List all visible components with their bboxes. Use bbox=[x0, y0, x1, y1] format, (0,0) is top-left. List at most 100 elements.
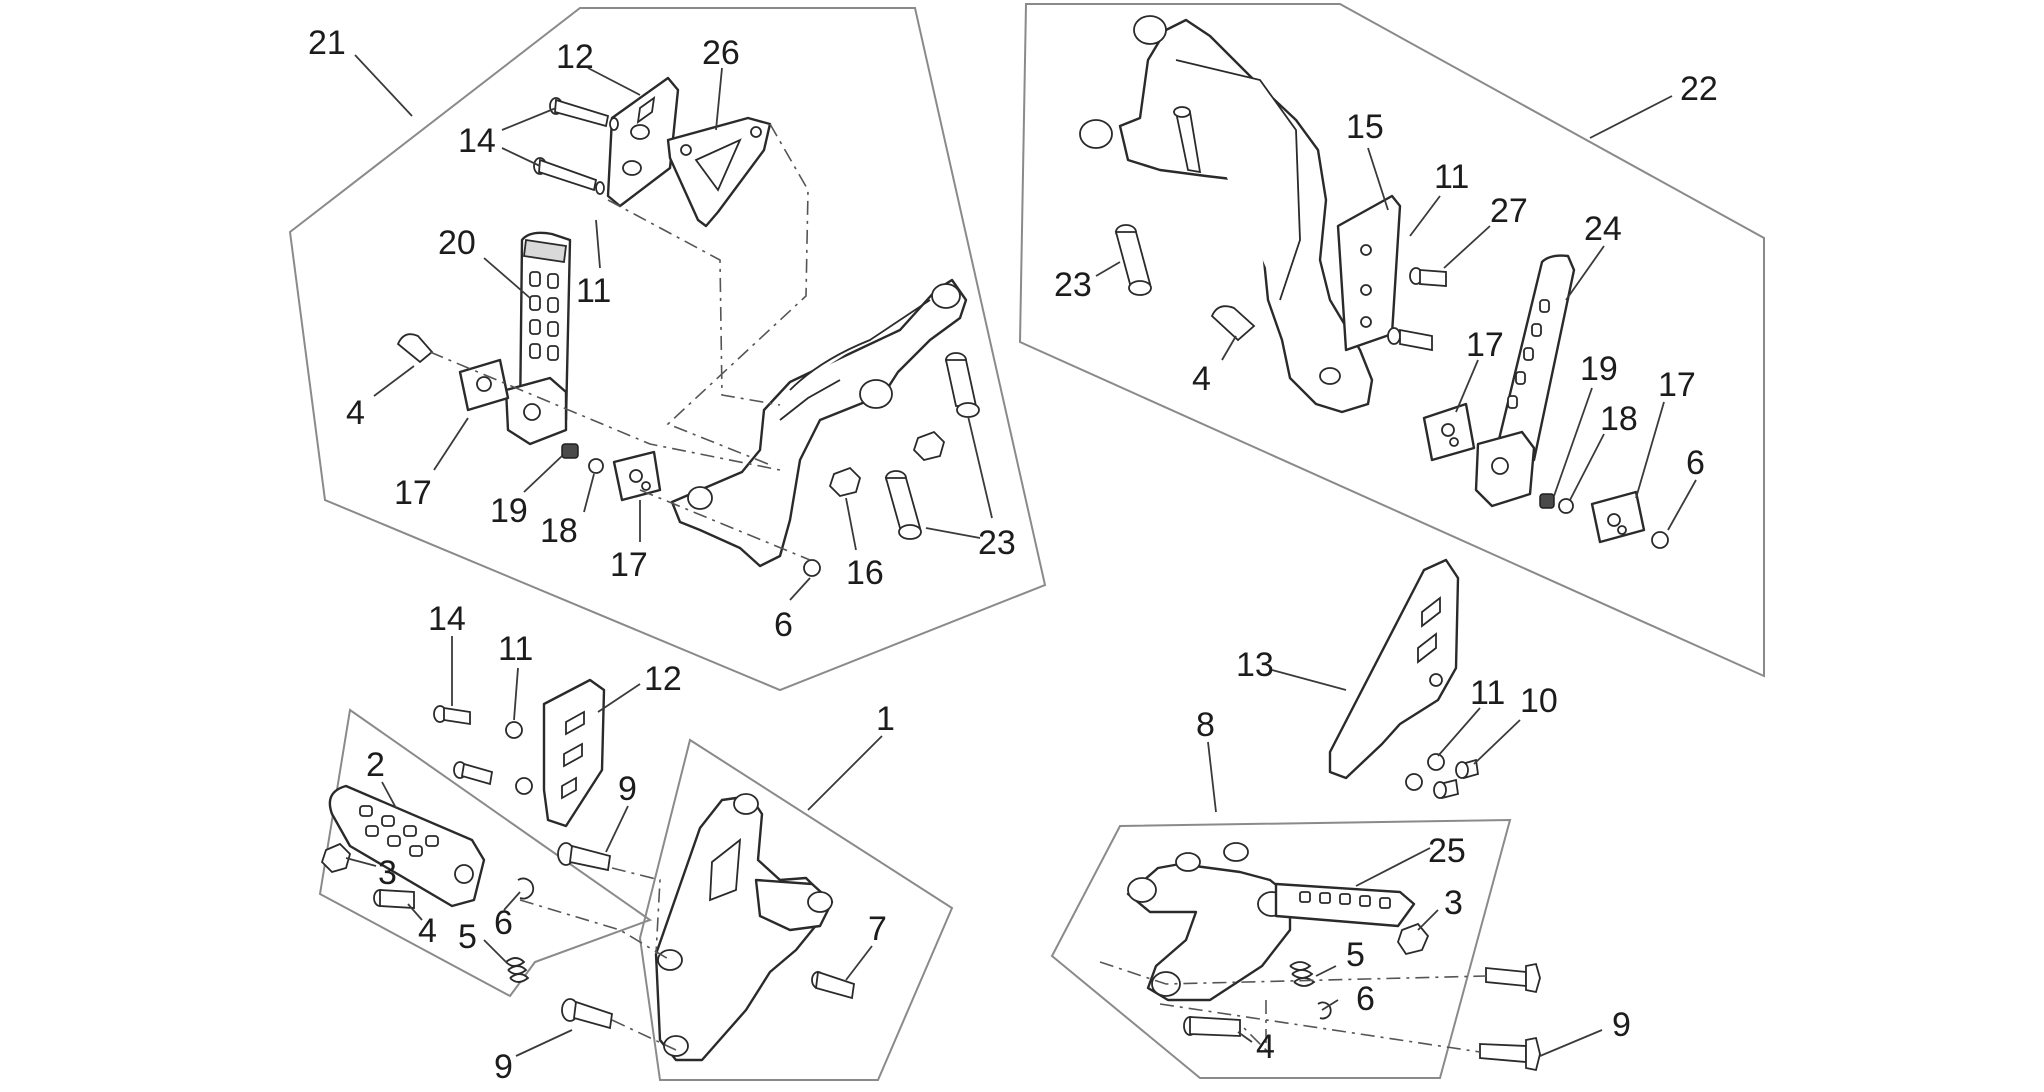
footpeg-bracket-1 bbox=[654, 793, 834, 1062]
washer-plate-17b bbox=[612, 450, 662, 502]
bolt-9-upper-left bbox=[557, 842, 612, 872]
footpeg-2 bbox=[328, 784, 486, 908]
ball-18 bbox=[588, 458, 604, 474]
callout-17-right-b: 17 bbox=[1658, 366, 1696, 404]
footpeg-bracket-main bbox=[670, 278, 968, 568]
callout-4-right: 4 bbox=[1192, 360, 1211, 398]
callout-4-right-lower: 4 bbox=[1256, 1028, 1275, 1066]
washer-11-d bbox=[1405, 773, 1423, 791]
leaders-group-8 bbox=[1207, 669, 1603, 1057]
callout-22: 22 bbox=[1680, 70, 1718, 108]
footpeg-24 bbox=[1474, 254, 1576, 508]
leaders-group-22 bbox=[1095, 95, 1697, 531]
leaders-group-1 bbox=[345, 636, 883, 1057]
nut-16b bbox=[828, 466, 862, 497]
assembly-line-21 bbox=[429, 123, 811, 561]
callout-18-right: 18 bbox=[1600, 400, 1638, 438]
stud-7 bbox=[811, 970, 855, 1000]
bolt-14-lower bbox=[533, 157, 605, 195]
callout-12: 12 bbox=[556, 38, 594, 76]
callout-8: 8 bbox=[1196, 706, 1215, 744]
group-22-outline bbox=[1018, 3, 1765, 678]
bolt-23-right bbox=[1114, 224, 1152, 296]
footpeg-25 bbox=[1274, 882, 1416, 928]
callout-1: 1 bbox=[876, 700, 895, 738]
callout-9-lower: 9 bbox=[494, 1048, 513, 1086]
callout-2: 2 bbox=[366, 746, 385, 784]
callout-11: 11 bbox=[576, 272, 611, 310]
callout-6-right-lower: 6 bbox=[1356, 980, 1375, 1018]
callout-23-right: 23 bbox=[1054, 266, 1092, 304]
washer-11-b bbox=[515, 777, 533, 795]
bolt-14-left-b bbox=[453, 761, 494, 786]
spring-19-right bbox=[1539, 493, 1555, 509]
bolt-27a bbox=[1409, 267, 1447, 287]
callout-11-left: 11 bbox=[498, 630, 533, 668]
callout-21: 21 bbox=[308, 24, 346, 62]
callout-16: 16 bbox=[846, 554, 884, 592]
callout-24: 24 bbox=[1584, 210, 1622, 248]
assembly-group-8 bbox=[1050, 558, 1603, 1079]
callout-10: 10 bbox=[1520, 682, 1558, 720]
assembly-group-21 bbox=[288, 7, 1047, 692]
callout-9-right: 9 bbox=[1612, 1006, 1631, 1044]
washer-plate-17d bbox=[1590, 490, 1646, 544]
group-1-outline-bracket bbox=[638, 738, 954, 1081]
bolt-27b bbox=[1387, 327, 1433, 352]
callout-26: 26 bbox=[702, 34, 740, 72]
callout-6-right: 6 bbox=[1686, 444, 1705, 482]
callout-14: 14 bbox=[458, 122, 496, 160]
callout-11-right: 11 bbox=[1434, 158, 1469, 196]
footpeg-bracket-22 bbox=[1079, 15, 1374, 414]
callout-20: 20 bbox=[438, 224, 476, 262]
pin-4 bbox=[396, 333, 434, 364]
bolt-10b bbox=[1433, 778, 1460, 800]
callout-13: 13 bbox=[1236, 646, 1274, 684]
callout-27: 27 bbox=[1490, 192, 1528, 230]
callout-25: 25 bbox=[1428, 832, 1466, 870]
bolt-9-upper-right bbox=[1485, 962, 1541, 994]
footpeg-20 bbox=[504, 231, 572, 446]
callout-4-left: 4 bbox=[418, 912, 437, 950]
callout-6-left: 6 bbox=[494, 904, 513, 942]
assembly-line-1 bbox=[519, 867, 677, 1051]
callout-17: 17 bbox=[394, 474, 432, 512]
bolt-9-lower-left bbox=[561, 998, 613, 1030]
callout-6: 6 bbox=[774, 606, 793, 644]
pin-4-right bbox=[1210, 305, 1256, 342]
spring-5-right bbox=[1289, 961, 1316, 987]
callout-15: 15 bbox=[1346, 108, 1384, 146]
pin-4-right-lower bbox=[1183, 1016, 1241, 1037]
clip-6 bbox=[803, 559, 821, 577]
bolt-23b bbox=[884, 470, 922, 540]
bolt-23a bbox=[944, 352, 980, 418]
bolt-14-upper bbox=[549, 97, 619, 131]
callout-23: 23 bbox=[978, 524, 1016, 562]
washer-plate-17a bbox=[458, 358, 510, 412]
washer-plate-17c bbox=[1422, 402, 1476, 462]
bolt-10a bbox=[1455, 758, 1480, 780]
callout-14-left: 14 bbox=[428, 600, 466, 638]
callout-11-right-lower: 11 bbox=[1470, 674, 1505, 712]
callout-9-upper: 9 bbox=[618, 770, 637, 808]
callout-19-right: 19 bbox=[1580, 350, 1618, 388]
callout-3-left: 3 bbox=[378, 854, 397, 892]
clip-6-left bbox=[517, 877, 535, 900]
bracket-plate-15 bbox=[1336, 194, 1402, 352]
group-1-outline-pegs bbox=[318, 708, 653, 998]
footpeg-bracket-8 bbox=[1126, 842, 1292, 1002]
bolt-9-lower-right bbox=[1479, 1036, 1541, 1072]
callout-4: 4 bbox=[346, 394, 365, 432]
callout-17-right: 17 bbox=[1466, 326, 1504, 364]
assembly-line-8 bbox=[1099, 961, 1487, 1053]
nut-3-left bbox=[320, 842, 352, 874]
heel-guard-26 bbox=[666, 116, 772, 228]
callout-19: 19 bbox=[490, 492, 528, 530]
assembly-group-22 bbox=[1018, 3, 1765, 678]
callout-12-left: 12 bbox=[644, 660, 682, 698]
pin-4-left bbox=[373, 889, 415, 909]
heel-plate-13 bbox=[1328, 558, 1460, 780]
heel-plate-12-left bbox=[542, 678, 606, 828]
spring-19 bbox=[561, 443, 579, 459]
